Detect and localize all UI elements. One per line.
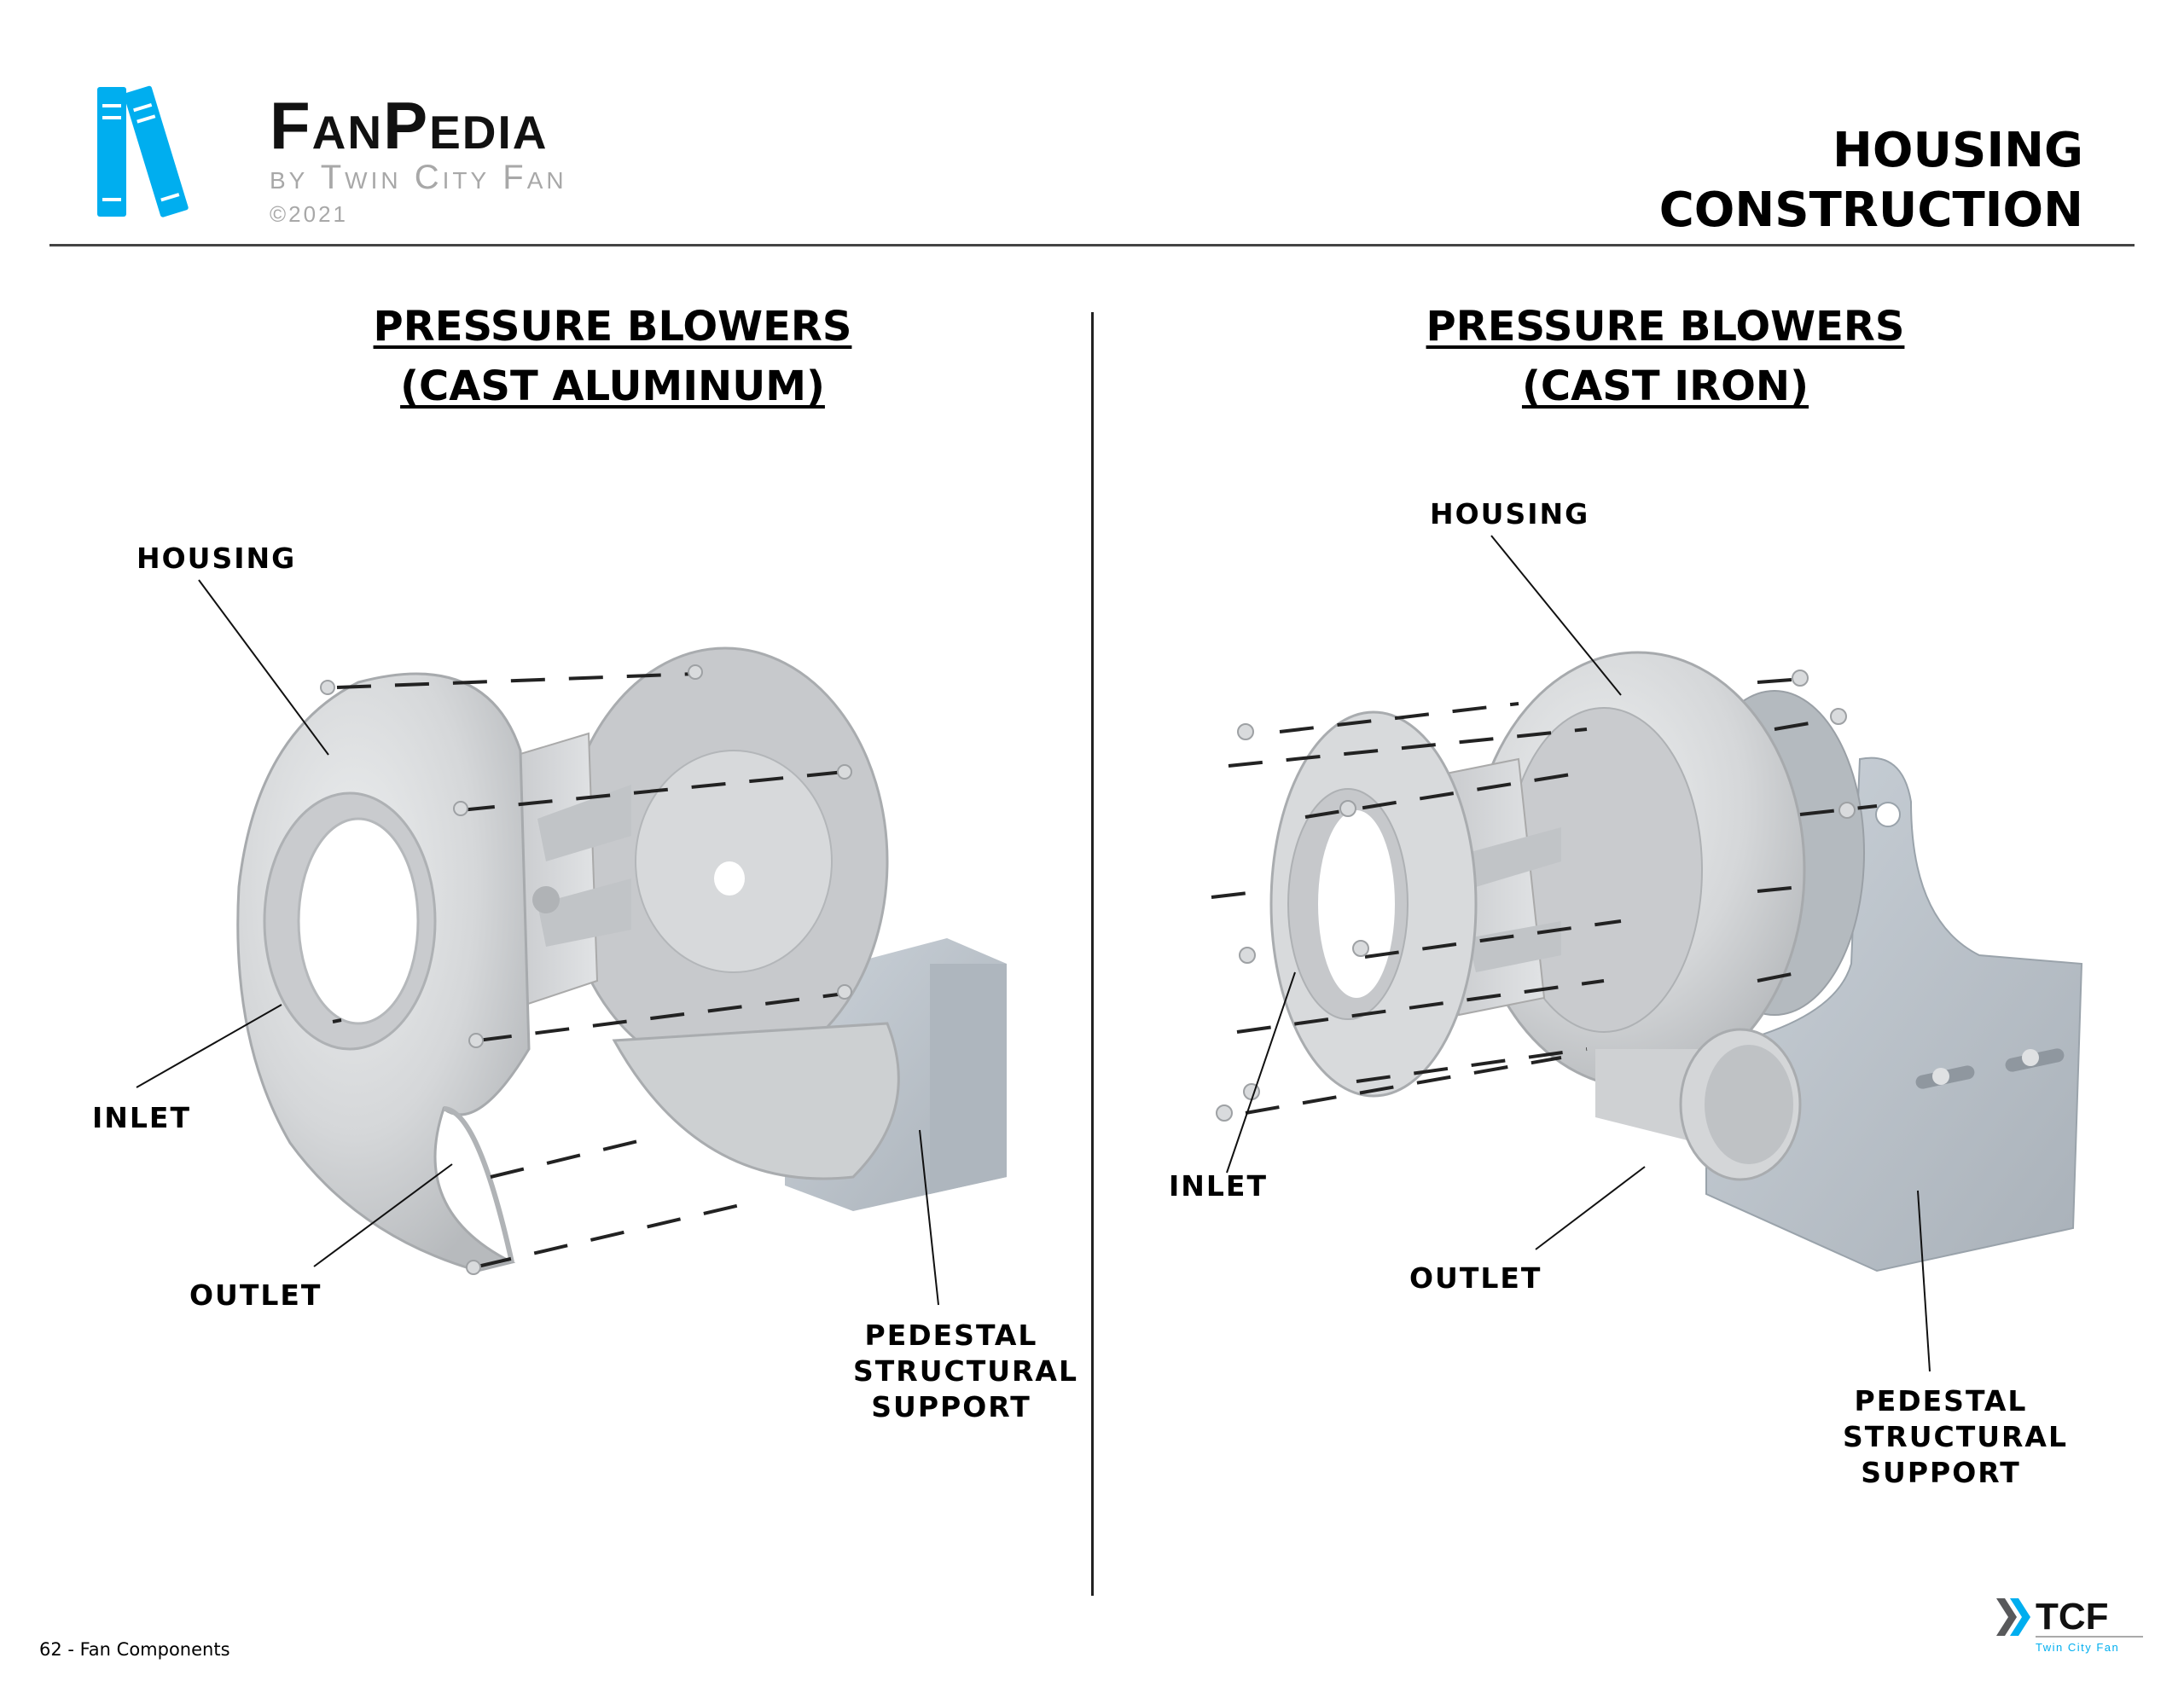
bolts-right — [1216, 670, 1856, 1122]
inlet-plate — [1269, 710, 1478, 1098]
bolts-left — [320, 664, 852, 1275]
section-title-line2: (CAST IRON) — [1521, 362, 1809, 410]
section-title-cast-iron: PRESSURE BLOWERS (CAST IRON) — [1239, 297, 2092, 416]
cast-iron-blower — [1211, 535, 2083, 1372]
leader-lines-right — [1226, 535, 1931, 1372]
section-title-line2: (CAST ALUMINUM) — [400, 362, 825, 410]
header-divider — [49, 244, 2135, 246]
fanpedia-books-logo-icon — [97, 85, 189, 217]
vertical-divider — [1091, 312, 1094, 1596]
label-pedestal-right: PEDESTAL STRUCTURAL SUPPORT — [1843, 1383, 2068, 1491]
chevron-blue-icon — [2010, 1598, 2030, 1636]
page-title-line1: HOUSING — [1833, 123, 2083, 178]
tcf-logo-subtext: Twin City Fan — [2036, 1641, 2119, 1654]
pedestal-right — [1705, 757, 2083, 1272]
page-footer-label: 62 - Fan Components — [39, 1639, 230, 1660]
section-title-cast-aluminum: PRESSURE BLOWERS (CAST ALUMINUM) — [186, 297, 1039, 416]
label-line: PEDESTAL — [864, 1319, 1038, 1352]
page-title: HOUSING CONSTRUCTION — [1659, 121, 2083, 241]
label-line: PEDESTAL — [1854, 1384, 2028, 1417]
label-housing-right: HOUSING — [1430, 497, 1590, 530]
back-housing-half — [561, 646, 900, 1180]
page-title-line2: CONSTRUCTION — [1658, 183, 2083, 238]
assembly-lines-right — [1211, 678, 1878, 1115]
brand-name: FanPedia — [270, 88, 549, 163]
assembly-lines-left — [332, 672, 845, 1268]
section-title-line1: PRESSURE BLOWERS — [373, 303, 852, 351]
front-housing-half — [236, 672, 531, 1272]
label-line: STRUCTURAL — [853, 1354, 1078, 1388]
label-inlet-left: INLET — [92, 1101, 191, 1134]
brand-copyright: ©2021 — [270, 201, 348, 227]
brand-byline: by Twin City Fan — [270, 159, 567, 196]
label-line: SUPPORT — [871, 1390, 1031, 1423]
outlet-pipe — [1595, 1028, 1802, 1181]
cast-aluminum-blower — [136, 579, 1007, 1306]
section-title-line1: PRESSURE BLOWERS — [1426, 303, 1905, 351]
label-housing-left: HOUSING — [136, 542, 297, 575]
label-pedestal-left: PEDESTAL STRUCTURAL SUPPORT — [853, 1318, 1078, 1425]
tcf-logo-text: TCF — [2036, 1596, 2109, 1638]
label-line: SUPPORT — [1861, 1456, 2021, 1489]
chevron-gray-icon — [1996, 1598, 2017, 1636]
label-outlet-right: OUTLET — [1409, 1261, 1542, 1295]
tcf-logo: TCF Twin City Fan — [1996, 1596, 2143, 1654]
label-line: STRUCTURAL — [1843, 1420, 2068, 1453]
leader-lines-left — [136, 579, 939, 1306]
label-inlet-right: INLET — [1169, 1169, 1268, 1203]
label-outlet-left: OUTLET — [189, 1278, 322, 1312]
